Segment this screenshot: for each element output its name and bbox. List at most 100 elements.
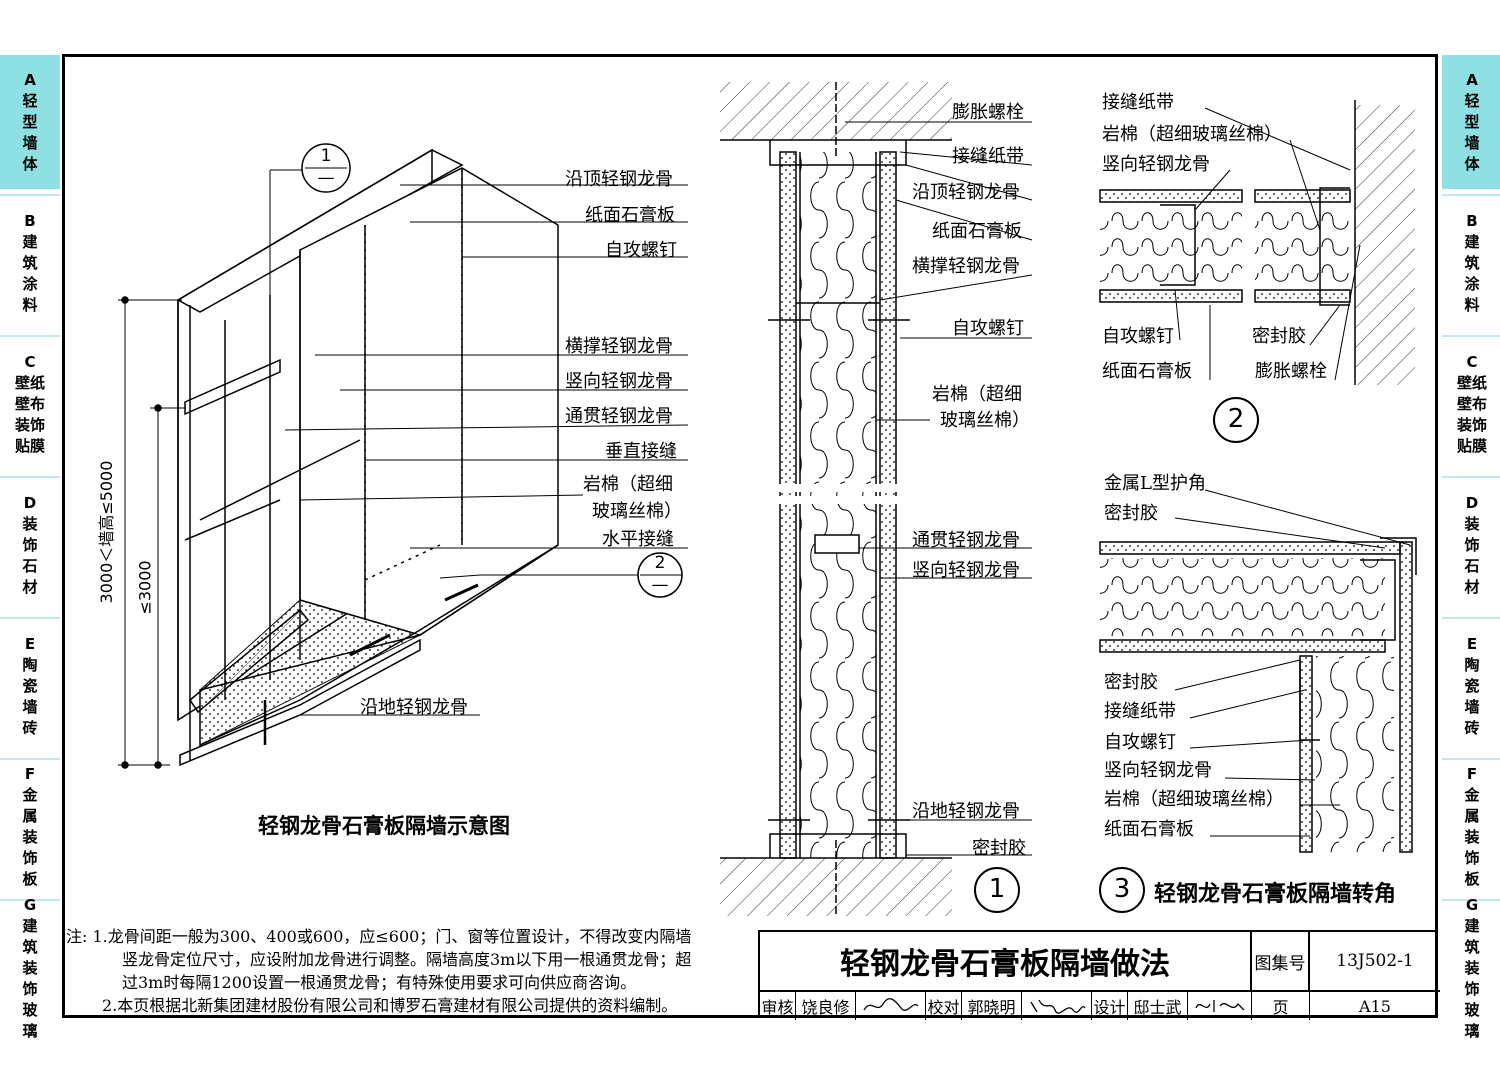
reviewer-name: 饶良修 [796,992,856,1020]
detail-2-drawing [1099,100,1415,385]
s1-label-through-channel: 通贯轻钢龙骨 [912,530,1020,551]
notes-block: 注: 1.龙骨间距一般为300、400或600，应≤600；门、窗等位置设计，不… [66,925,756,1017]
d2-callout-number: 2 [1227,404,1245,434]
iso-callout-2-sheet: — [651,575,669,595]
tab-letter: A [24,70,36,89]
s1-label-sealant: 密封胶 [972,838,1026,859]
iso-label-gypsum: 纸面石膏板 [585,205,675,226]
s1-label-rockwool-b: 玻璃丝棉） [940,410,1030,431]
note-1-line-3: 过3m时每隔1200设置一根通贯龙骨；有特殊使用要求可向供应商咨询。 [122,973,637,992]
tab-name: 建筑装饰玻璃 [22,916,38,1040]
right-tab-label: E 陶瓷墙砖 [1461,634,1483,739]
d3-label-screw: 自攻螺钉 [1104,732,1176,753]
tab-letter: B [24,211,36,230]
right-tab-c[interactable]: C 壁纸壁布装饰贴膜 [1442,335,1500,471]
detail-3-drawing [1099,489,1417,853]
left-tab-label: B 建筑涂料 [19,211,41,316]
atlas-number-label: 图集号 [1252,932,1310,992]
iso-label-vertical-stud: 竖向轻钢龙骨 [565,371,673,392]
s1-callout-number: 1 [988,874,1006,904]
left-tab-b[interactable]: B 建筑涂料 [0,194,60,330]
right-tab-e[interactable]: E 陶瓷墙砖 [1442,617,1500,753]
d3-label-sealant-top: 密封胶 [1104,503,1158,524]
title-block: 轻钢龙骨石膏板隔墙做法 图集号 13J502-1 审核 饶良修 校对 郭晓明 设… [758,930,1440,1020]
left-tab-label: A 轻型墙体 [19,70,41,175]
designer-signature [1188,992,1252,1020]
tab-name: 建筑涂料 [22,232,38,314]
iso-callout-2-number: 2 [654,553,666,573]
iso-label-rockwool-b: 玻璃丝棉） [592,501,682,522]
section-1-drawing [720,82,1033,916]
d3-title: 轻钢龙骨石膏板隔墙转角 [1154,882,1397,907]
left-tab-g[interactable]: G 建筑装饰玻璃 [0,896,60,1040]
tab-name: 建筑装饰玻璃 [1464,916,1480,1040]
checker-name: 郭晓明 [962,992,1022,1020]
iso-label-rockwool-a: 岩棉（超细 [583,474,673,495]
right-tab-b[interactable]: B 建筑涂料 [1442,194,1500,330]
iso-label-top-track: 沿顶轻钢龙骨 [565,169,673,190]
tab-letter: B [1466,211,1478,230]
iso-dim-short: ≤3000 [135,560,155,615]
right-tab-f[interactable]: F 金属装饰板 [1442,758,1500,894]
iso-label-vertical-joint: 垂直接缝 [605,441,677,462]
s1-label-vertical-stud: 竖向轻钢龙骨 [912,560,1020,581]
d2-label-joint-tape: 接缝纸带 [1102,92,1174,113]
tab-name: 陶瓷墙砖 [1464,655,1480,737]
tab-letter: G [23,895,37,914]
s1-label-expansion-bolt: 膨胀螺栓 [952,102,1024,123]
page-label: 页 [1252,992,1310,1020]
drawing-frame [62,54,1438,1018]
right-tab-label: F 金属装饰板 [1461,764,1483,890]
detail-2-callout [1213,397,1259,443]
tab-letter: A [1466,70,1478,89]
tab-letter: F [1466,765,1478,783]
iso-callout-1-number: 1 [320,146,332,166]
d2-label-screw: 自攻螺钉 [1102,326,1174,347]
tab-name: 壁纸壁布装饰贴膜 [1456,373,1487,455]
tab-letter: C [1466,352,1478,371]
left-tab-a[interactable]: A 轻型墙体 [0,55,60,189]
tab-name: 建筑涂料 [1464,232,1480,314]
tab-name: 轻型墙体 [22,91,38,173]
left-tab-label: G 建筑装饰玻璃 [19,895,41,1042]
tab-letter: F [24,765,36,783]
iso-dim-tall: 3000＜墙高≤5000 [97,460,116,604]
designer-signature-mark [1194,1000,1244,1012]
iso-label-floor-track: 沿地轻钢龙骨 [360,697,468,718]
tab-letter: C [24,352,36,371]
s1-label-cross-brace: 横撑轻钢龙骨 [912,256,1020,277]
iso-callout-2 [637,552,683,598]
reviewer-signature-mark [862,998,918,1011]
d3-label-vertical-stud: 竖向轻钢龙骨 [1104,760,1212,781]
tab-name: 金属装饰板 [1464,786,1480,888]
d2-label-gypsum: 纸面石膏板 [1102,361,1192,382]
note-1-line-1: 1.龙骨间距一般为300、400或600，应≤600；门、窗等位置设计，不得改变… [92,927,692,946]
s1-label-screw: 自攻螺钉 [952,318,1024,339]
tab-letter: D [23,493,37,512]
atlas-number: 13J502-1 [1310,932,1440,992]
drawing-title: 轻钢龙骨石膏板隔墙做法 [760,932,1252,992]
s1-label-rockwool-a: 岩棉（超细 [932,384,1022,405]
reviewer-signature [856,992,926,1020]
d2-label-expansion-bolt: 膨胀螺栓 [1255,361,1327,382]
tab-letter: E [1466,634,1478,653]
check-label: 校对 [926,992,962,1020]
tab-name: 装饰石材 [1464,514,1480,596]
s1-label-top-track: 沿顶轻钢龙骨 [912,182,1020,203]
d3-callout-number: 3 [1113,874,1131,904]
note-2: 2.本页根据北新集团建材股份有限公司和博罗石膏建材有限公司提供的资料编制。 [102,996,678,1015]
iso-callout-1-sheet: — [317,168,335,188]
designer-name: 邸士武 [1128,992,1188,1020]
